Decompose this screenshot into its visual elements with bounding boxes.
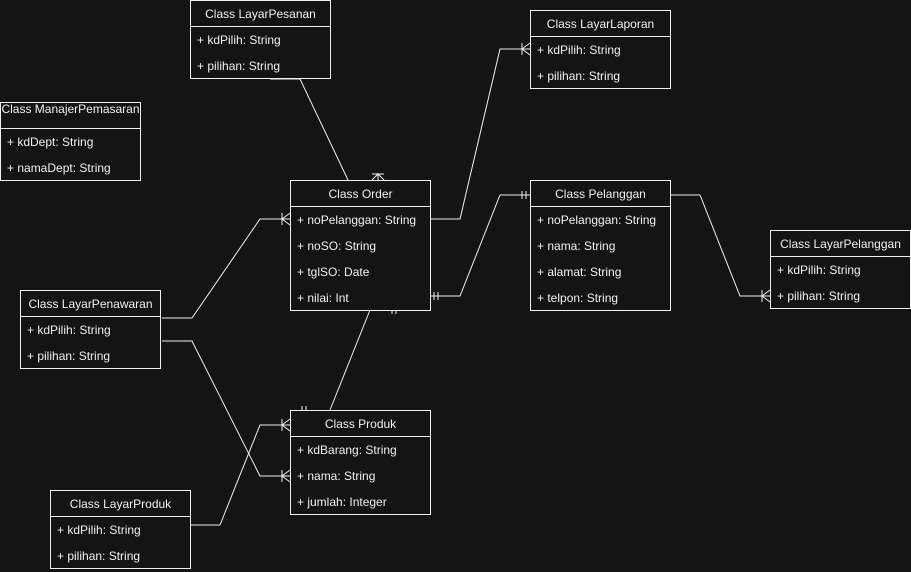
class-title: Class Order: [291, 181, 430, 207]
attribute: + noSO: String: [297, 239, 377, 253]
attribute: + nilai: Int: [297, 291, 349, 305]
attribute: + kdDept: String: [7, 135, 94, 149]
class-layar-pelanggan[interactable]: Class LayarPelanggan + kdPilih: String +…: [770, 230, 911, 309]
class-title: Class ManajerPemasaran: [1, 103, 140, 129]
class-title: Class LayarPelanggan: [771, 231, 910, 257]
edge-order-laporan: [430, 48, 530, 220]
class-layar-produk[interactable]: Class LayarProduk + kdPilih: String + pi…: [50, 490, 191, 569]
edge-penawaran-produk: [162, 340, 290, 477]
attribute: + telpon: String: [537, 291, 619, 305]
attribute: + noPelanggan: String: [297, 213, 417, 227]
attribute: + kdPilih: String: [57, 523, 141, 537]
attribute: + nama: String: [537, 239, 616, 253]
attribute: + kdBarang: String: [297, 443, 397, 457]
attribute: + kdPilih: String: [537, 43, 621, 57]
edge-penawaran-order: [162, 218, 290, 319]
attribute: + pilihan: String: [537, 69, 621, 83]
crowfoot-order-left: [281, 212, 291, 226]
class-pelanggan[interactable]: Class Pelanggan + noPelanggan: String + …: [530, 180, 671, 311]
attribute: + pilihan: String: [27, 349, 111, 363]
crowfoot-layarpelanggan: [761, 289, 771, 303]
attribute: + pilihan: String: [777, 289, 861, 303]
attribute: + kdPilih: String: [197, 33, 281, 47]
attribute: + alamat: String: [537, 265, 622, 279]
class-title: Class LayarPenawaran: [21, 291, 160, 317]
class-title: Class LayarProduk: [51, 491, 190, 517]
crowfoot-order-top: [371, 172, 385, 181]
class-title: Class LayarLaporan: [531, 11, 670, 37]
mark-order-one: [433, 292, 439, 300]
edge-pelanggan-layarpelanggan: [670, 194, 770, 297]
mark-pelanggan-one: [521, 191, 527, 199]
edge-layarproduk-produk: [190, 424, 290, 526]
class-title: Class Produk: [291, 411, 430, 437]
attribute: + jumlah: Integer: [297, 495, 387, 509]
attribute: + tglSO: Date: [297, 265, 370, 279]
attribute: + kdPilih: String: [27, 323, 111, 337]
class-manajer-pemasaran[interactable]: Class ManajerPemasaran + kdDept: String …: [0, 102, 141, 181]
edge-order-pelanggan: [430, 194, 530, 297]
attribute: + nama: String: [297, 469, 376, 483]
class-layar-pesanan[interactable]: Class LayarPesanan + kdPilih: String + p…: [190, 0, 331, 79]
crowfoot-laporan: [521, 42, 531, 56]
class-title: Class LayarPesanan: [191, 1, 330, 27]
crowfoot-produk-nama: [281, 469, 291, 483]
class-produk[interactable]: Class Produk + kdBarang: String + nama: …: [290, 410, 431, 515]
class-order[interactable]: Class Order + noPelanggan: String + noSO…: [290, 180, 431, 311]
crowfoot-produk-title: [281, 418, 291, 432]
edge-pesanan-order: [270, 78, 349, 181]
attribute: + pilihan: String: [197, 59, 281, 73]
attribute: + pilihan: String: [57, 549, 141, 563]
attribute: + noPelanggan: String: [537, 213, 657, 227]
attribute: + kdPilih: String: [777, 263, 861, 277]
edge-order-produk: [329, 309, 371, 411]
class-layar-laporan[interactable]: Class LayarLaporan + kdPilih: String + p…: [530, 10, 671, 89]
class-layar-penawaran[interactable]: Class LayarPenawaran + kdPilih: String +…: [20, 290, 161, 369]
attribute: + namaDept: String: [7, 161, 111, 175]
class-title: Class Pelanggan: [531, 181, 670, 207]
